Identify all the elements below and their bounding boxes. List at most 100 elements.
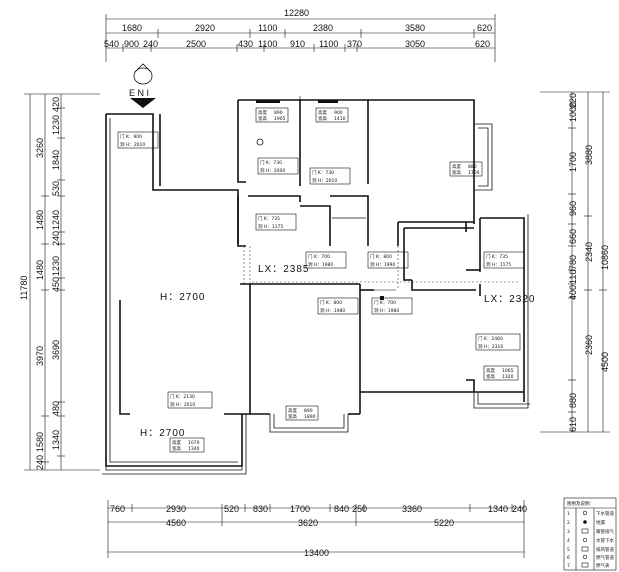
walls bbox=[105, 99, 525, 467]
ceiling-height-label: H：2700 bbox=[160, 292, 205, 303]
svg-text:4: 4 bbox=[567, 538, 570, 544]
legend-item: 7 燃气表 bbox=[567, 562, 610, 569]
ceiling-height-label: H：2700 bbox=[140, 428, 185, 439]
svg-text:1: 1 bbox=[567, 511, 570, 517]
top-dim: 620 bbox=[475, 39, 490, 49]
top-dim: 430 bbox=[238, 39, 253, 49]
lx-label: LX：2385 bbox=[258, 264, 309, 275]
svg-text:宽高: 宽高 bbox=[486, 373, 495, 380]
right-dim: 780 bbox=[568, 255, 578, 270]
top-total: 12280 bbox=[284, 8, 309, 18]
svg-text:洞 H：1980: 洞 H：1980 bbox=[320, 307, 345, 314]
right-dim: 3880 bbox=[584, 145, 594, 165]
door-tag: 门 K：700 洞 H：1980 bbox=[371, 297, 413, 315]
right-dimensions: 10860 4500 3880 2340 2360 1000 220 1700 … bbox=[540, 91, 610, 433]
left-dim: 1230 bbox=[51, 256, 61, 276]
left-dim: 1580 bbox=[35, 432, 45, 452]
legend-item: 5 排风管道 bbox=[567, 546, 614, 553]
bottom-total: 13400 bbox=[304, 548, 329, 558]
svg-text:宽高: 宽高 bbox=[258, 115, 267, 122]
legend-item: 6 燃气管道 bbox=[567, 554, 614, 561]
right-dim: 110 bbox=[568, 270, 578, 284]
svg-text:高度: 高度 bbox=[452, 163, 461, 170]
door-tag: 门 K：800 洞 H：1980 bbox=[317, 297, 359, 315]
svg-text:门 K：735: 门 K：735 bbox=[258, 215, 280, 222]
legend-item: 4 水管下水 bbox=[567, 537, 614, 544]
right-dim: 610 bbox=[568, 417, 578, 432]
svg-text:1410: 1410 bbox=[334, 116, 346, 122]
svg-text:洞 H：1990: 洞 H：1990 bbox=[370, 261, 395, 268]
door-tag: 门 K：735 洞 H：1175 bbox=[255, 213, 297, 231]
bottom-dim: 250 bbox=[352, 504, 367, 514]
svg-text:洞 H：1980: 洞 H：1980 bbox=[308, 261, 333, 268]
bottom-dim: 2930 bbox=[166, 504, 186, 514]
svg-text:洞 H：1980: 洞 H：1980 bbox=[374, 307, 399, 314]
svg-text:门 K：800: 门 K：800 bbox=[370, 253, 392, 260]
svg-text:燃气表: 燃气表 bbox=[596, 562, 610, 569]
window-tag: 高度 880 宽高 1700 bbox=[449, 161, 483, 177]
svg-text:5: 5 bbox=[567, 547, 570, 553]
bottom-dim: 760 bbox=[110, 504, 125, 514]
north-arrow-icon bbox=[130, 98, 156, 108]
left-dim: 530 bbox=[51, 181, 61, 196]
svg-text:暖管排气: 暖管排气 bbox=[596, 528, 614, 535]
legend-item: 3 暖管排气 bbox=[567, 528, 614, 535]
svg-text:1320: 1320 bbox=[502, 374, 514, 380]
svg-text:高度: 高度 bbox=[172, 439, 181, 446]
svg-text:6: 6 bbox=[567, 555, 570, 561]
svg-text:洞 H：1175: 洞 H：1175 bbox=[486, 261, 511, 268]
svg-text:门 K：700: 门 K：700 bbox=[374, 299, 396, 306]
svg-text:门 K：700: 门 K：700 bbox=[308, 253, 330, 260]
door-tag: 门 K：735 洞 H：1175 bbox=[483, 251, 525, 269]
door-tag: 门 K：2130 洞 H：2010 bbox=[167, 391, 213, 409]
svg-text:高度: 高度 bbox=[486, 367, 495, 374]
right-dim: 10860 bbox=[600, 245, 610, 270]
legend-item: 2 地漏 bbox=[567, 519, 605, 526]
lx-label: LX：2320 bbox=[484, 294, 535, 305]
svg-text:890: 890 bbox=[304, 408, 313, 414]
top-dim: 1100 bbox=[258, 39, 277, 49]
svg-text:洞 H：2010: 洞 H：2010 bbox=[120, 141, 145, 148]
bottom-dim: 5220 bbox=[434, 518, 454, 528]
left-dim: 450 bbox=[51, 277, 61, 292]
bottom-dim: 4560 bbox=[166, 518, 186, 528]
right-dim: 400 bbox=[568, 285, 578, 300]
left-dim: 1340 bbox=[51, 430, 61, 450]
legend-title: 图例及说明: bbox=[567, 500, 591, 507]
balconies bbox=[102, 123, 530, 475]
svg-text:门 K：2460: 门 K：2460 bbox=[478, 335, 503, 342]
bottom-dim: 240 bbox=[512, 504, 527, 514]
right-dim: 2360 bbox=[584, 335, 594, 355]
svg-text:洞 H：1175: 洞 H：1175 bbox=[258, 223, 283, 230]
top-dim: 620 bbox=[477, 23, 492, 33]
svg-text:洞 H：2010: 洞 H：2010 bbox=[170, 401, 195, 408]
right-dim: 880 bbox=[568, 393, 578, 408]
svg-text:地漏: 地漏 bbox=[596, 519, 605, 526]
door-tag: 门 K：730 洞 H：2010 bbox=[309, 167, 351, 185]
door-tag: 门 K：900 洞 H：2010 bbox=[117, 131, 159, 149]
window-tag: 高度 890 宽高 1905 bbox=[255, 107, 289, 123]
svg-text:洞 H：2310: 洞 H：2310 bbox=[478, 343, 503, 350]
svg-text:洞 H：2000: 洞 H：2000 bbox=[260, 167, 285, 174]
right-dim: 4500 bbox=[600, 352, 610, 372]
left-dim: 1480 bbox=[35, 260, 45, 280]
bottom-dim: 3620 bbox=[298, 518, 318, 528]
svg-text:水管下水: 水管下水 bbox=[596, 537, 614, 544]
bottom-dim: 1700 bbox=[290, 504, 310, 514]
svg-text:宽高: 宽高 bbox=[318, 115, 327, 122]
svg-text:高度: 高度 bbox=[318, 109, 327, 116]
left-dim: 480 bbox=[51, 401, 61, 416]
compass-label: E N I bbox=[129, 88, 149, 98]
top-dim: 2500 bbox=[186, 39, 206, 49]
window-tag: 高度 1065 宽高 1320 bbox=[483, 365, 519, 381]
svg-text:门 K：2130: 门 K：2130 bbox=[170, 393, 195, 400]
svg-text:门 K：800: 门 K：800 bbox=[320, 299, 342, 306]
window-tag: 高度 890 宽高 1890 bbox=[285, 405, 319, 421]
svg-text:门 K：730: 门 K：730 bbox=[312, 169, 334, 176]
window-mark bbox=[318, 100, 338, 103]
svg-text:1905: 1905 bbox=[274, 116, 286, 122]
door-tag: 门 K：730 洞 H：2000 bbox=[257, 157, 299, 175]
svg-text:890: 890 bbox=[274, 110, 283, 116]
svg-text:7: 7 bbox=[567, 563, 570, 569]
bottom-dim: 840 bbox=[334, 504, 349, 514]
